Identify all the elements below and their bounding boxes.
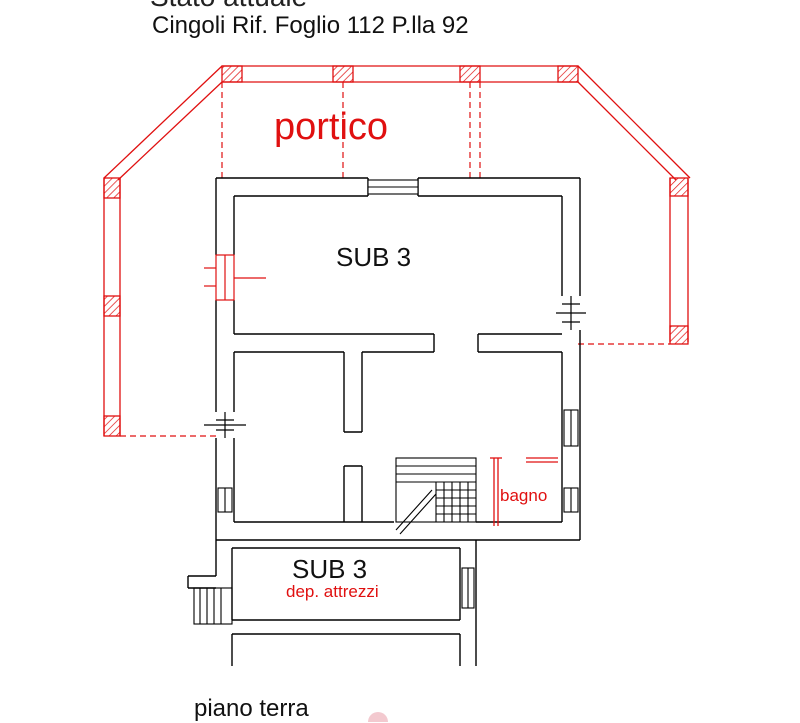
portico-structure xyxy=(103,65,691,436)
floor-label: piano terra xyxy=(194,695,309,722)
portico-dashed-lines xyxy=(120,82,670,437)
upper-unit-label: SUB 3 xyxy=(336,242,412,272)
lower-unit-label: SUB 3 xyxy=(292,554,368,584)
red-opening-left xyxy=(204,254,266,301)
portico-pillars xyxy=(103,65,689,437)
window-openings xyxy=(217,179,579,609)
watermark-fragment xyxy=(368,712,388,722)
header-title-cut: Stato attuale xyxy=(150,0,510,12)
cadastral-reference: Cingoli Rif. Foglio 112 P.lla 92 xyxy=(152,12,469,39)
bathroom-label: bagno xyxy=(500,486,548,505)
door-symbols xyxy=(204,296,586,438)
storage-label: dep. attrezzi xyxy=(286,582,379,601)
exterior-steps xyxy=(193,587,233,625)
portico-label: portico xyxy=(274,106,389,148)
bathroom-partition xyxy=(490,457,558,526)
page-title: Stato attuale xyxy=(150,0,307,12)
building-walls xyxy=(187,177,581,666)
staircase xyxy=(395,457,477,535)
